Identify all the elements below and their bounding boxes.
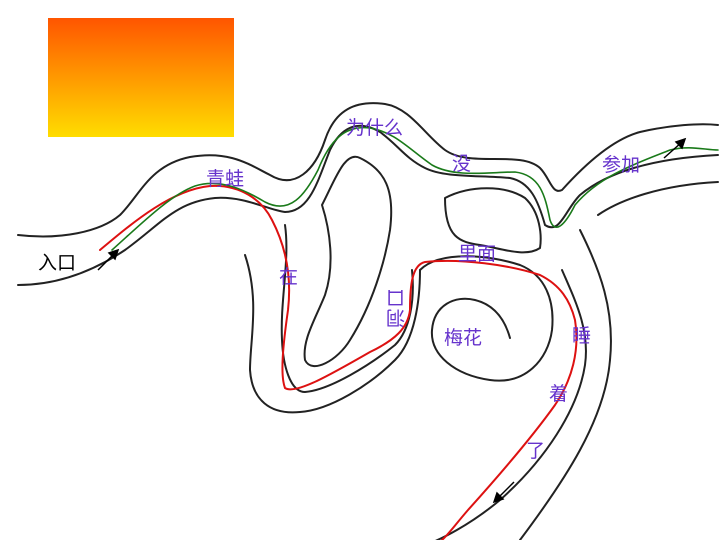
word-canjia: 参加 (602, 154, 641, 176)
word-limian: 里面 (458, 243, 497, 265)
word-qingwa: 青蛙 (206, 168, 245, 190)
word-meihua: 梅花 (444, 327, 483, 349)
word-le: 了 (526, 440, 546, 462)
arrow-exit-icon (492, 481, 515, 504)
red-path (99, 184, 578, 540)
arrow-canjia-icon (663, 137, 687, 159)
word-zai: 在 (279, 266, 299, 288)
green-path (111, 126, 719, 251)
word-dongkou: 洞口 (386, 288, 408, 328)
word-weishenme: 为什么 (346, 117, 404, 139)
gradient-swatch (48, 18, 234, 137)
word-zhe: 着 (549, 383, 569, 405)
word-shui: 睡 (572, 325, 592, 347)
word-mei: 没 (452, 153, 472, 175)
maze-walls (17, 102, 719, 540)
arrow-entrance-icon (97, 248, 120, 271)
entrance-label: 入口 (38, 252, 77, 274)
